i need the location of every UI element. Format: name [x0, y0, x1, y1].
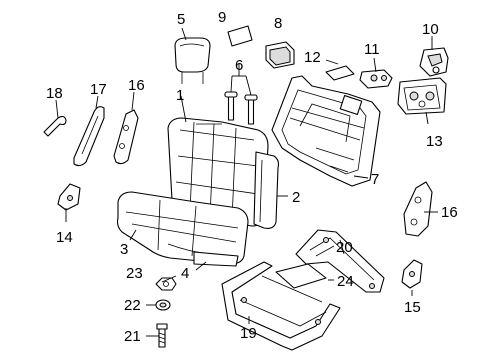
callout-24: 24 [337, 273, 354, 290]
part-seatback-frame [271, 75, 381, 187]
part-rear-frame [295, 229, 385, 293]
part-bracket-14 [57, 183, 81, 211]
part-washer [155, 299, 171, 311]
part-bolt [156, 323, 168, 348]
callout-19: 19 [240, 325, 257, 342]
callout-17: 17 [90, 81, 107, 98]
callout-9: 9 [218, 9, 226, 26]
callout-15: 15 [404, 299, 421, 316]
callout-5: 5 [177, 11, 185, 28]
callout-20: 20 [336, 239, 353, 256]
part-hinge-right [403, 181, 433, 237]
part-hook-lever [43, 115, 67, 137]
callout-13: 13 [426, 133, 443, 150]
callout-6: 6 [235, 57, 243, 74]
part-hinge-left [113, 109, 139, 165]
part-label-tag [227, 25, 253, 47]
part-bracket-small [325, 65, 355, 81]
callout-14: 14 [56, 229, 73, 246]
callout-22: 22 [124, 297, 141, 314]
callout-3: 3 [120, 241, 128, 258]
part-pad [275, 263, 327, 289]
part-recliner-panel [397, 77, 447, 115]
part-latch [359, 69, 393, 89]
part-headrest-guides [224, 91, 258, 125]
callout-21: 21 [124, 328, 141, 345]
part-latch-assembly [419, 47, 449, 77]
part-trim-cover [73, 106, 105, 167]
callout-labels: 5 9 8 6 1 2 7 12 11 10 13 18 17 16 14 16… [46, 9, 458, 345]
part-side-cushion [253, 151, 280, 229]
callout-8: 8 [274, 15, 282, 32]
leader-lines [55, 27, 438, 337]
callout-23: 23 [126, 265, 143, 282]
callout-2: 2 [292, 189, 300, 206]
part-seat-cushion [116, 191, 249, 267]
callout-11: 11 [364, 41, 380, 58]
part-handle [265, 41, 295, 69]
callout-4: 4 [181, 265, 189, 282]
callout-12: 12 [304, 49, 321, 66]
callout-16-right: 16 [441, 204, 458, 221]
part-nut [155, 277, 177, 291]
part-headrest [174, 37, 211, 84]
part-seat-frame [221, 261, 341, 351]
callout-16-left: 16 [128, 77, 145, 94]
callout-10: 10 [422, 21, 439, 38]
callout-18: 18 [46, 85, 63, 102]
callout-1: 1 [176, 87, 184, 104]
part-bracket-15 [401, 259, 423, 289]
callout-7: 7 [371, 171, 379, 188]
